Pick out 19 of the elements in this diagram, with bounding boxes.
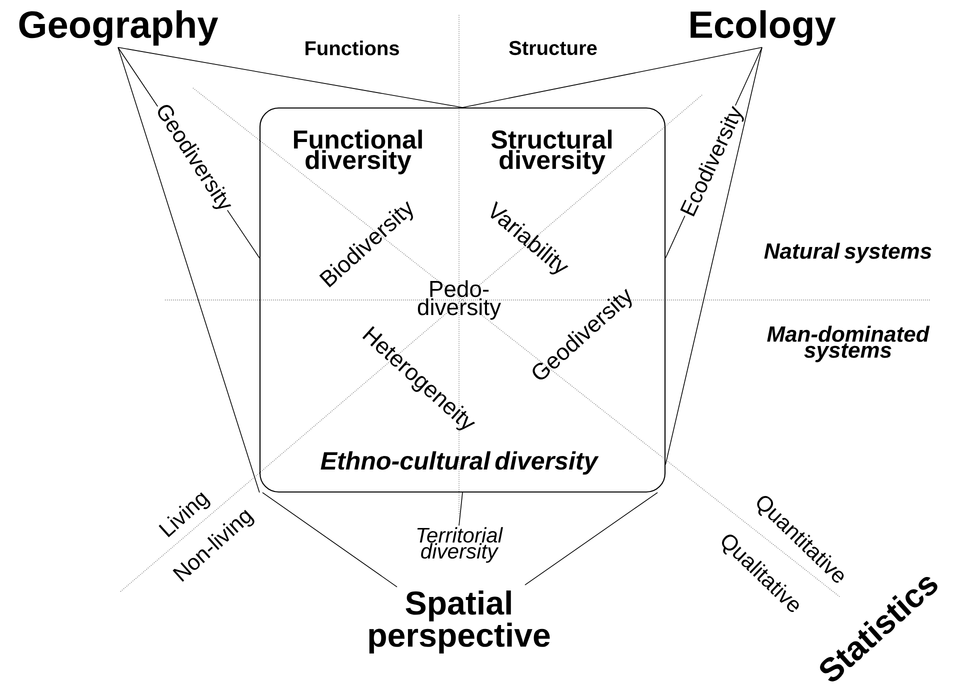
column-heading: Functions xyxy=(306,40,399,56)
box-text: Structural diversity xyxy=(491,130,612,174)
box-text: Ethno-cultural diversity xyxy=(320,451,599,475)
row-heading: Natural systems xyxy=(764,242,932,264)
connector-line xyxy=(462,47,762,108)
heading-text: Ecology xyxy=(690,10,836,46)
connector-line xyxy=(262,492,398,588)
heading-text: Territorial diversity xyxy=(417,527,503,563)
row-heading: Man-dominated systems xyxy=(767,326,930,362)
heading-text: Geography xyxy=(19,10,218,46)
box-text: Pedo-diversity xyxy=(418,280,501,320)
connector-line xyxy=(118,47,260,493)
connector-line xyxy=(118,47,463,108)
connector-line xyxy=(665,47,762,465)
connector-line xyxy=(458,492,463,526)
box-text: Functional diversity xyxy=(294,130,422,174)
heading-text: Spatial perspective xyxy=(369,590,550,654)
connector-line xyxy=(524,492,658,586)
column-heading: Structure xyxy=(509,40,597,56)
